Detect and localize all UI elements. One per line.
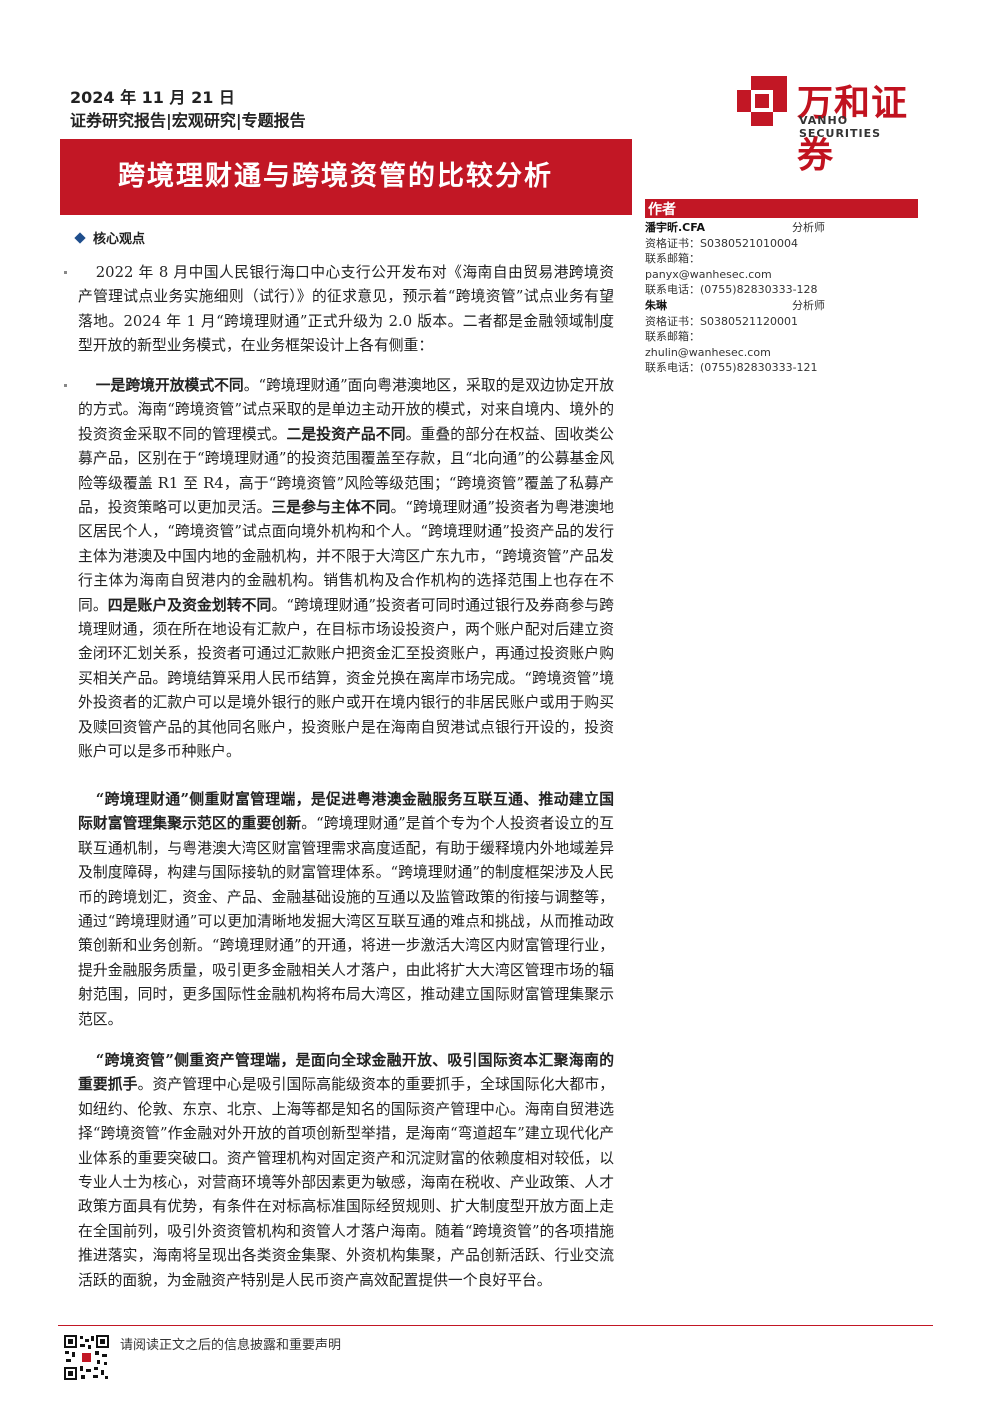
section-heading-label: 核心观点 [93,232,146,247]
author-list: 潘宇昕.CFA 分析师 资格证书：S0380521010004 联系邮箱：pany… [645,220,825,376]
paragraph-wealth-connect: “跨境理财通”侧重财富管理端，是促进粤港澳金融服务互联互通、推动建立国际财富管理… [78,788,614,1032]
paragraph-text: 2022 年 8 月中国人民银行海口中心支行公开发布对《海南自由贸易港跨境资产管… [78,264,614,355]
company-logo: 万和证券 VANHO SECURITIES [733,72,933,176]
author-name: 朱琳 [645,298,667,312]
author-role: 分析师 [792,221,825,234]
footer-disclaimer: 请阅读正文之后的信息披露和重要声明 [120,1338,342,1353]
point-three-text: 。“跨境理财通”投资者为粤港澳地区居民个人，“跨境资管”试点面向境外机构和个人。… [78,499,614,614]
author-role: 分析师 [792,298,825,312]
author-label: 作者 [648,202,676,218]
logo-english: VANHO SECURITIES [799,114,882,140]
report-series: 证券研究报告|宏观研究|专题报告 [70,111,306,130]
author-phone: 联系电话：(0755)82830333-121 [645,361,818,375]
paragraph-intro: 2022 年 8 月中国人民银行海口中心支行公开发布对《海南自由贸易港跨境资产管… [64,261,614,359]
author-name: 潘宇昕.CFA [645,221,706,234]
author-email: 联系邮箱：panyx@wanhesec.com [645,252,772,281]
point-one-text: 。“跨境理财通”面向粤港澳地区，采取的是双边协定开放的方式。海南“跨境资管”试点… [78,377,614,443]
title-banner: 跨境理财通与跨境资管的比较分析 [60,139,632,215]
report-date: 2024 年 11 月 21 日 [70,88,235,107]
point-four-text: 。“跨境理财通”投资者可同时通过银行及券商参与跨境理财通，须在所在地设有汇款户，… [78,596,614,761]
point-one-heading: 一是跨境开放模式不同 [95,377,244,394]
wealth-connect-heading: “跨境理财通”侧重财富管理端，是促进粤港澳金融服务互联互通、推动建立国际财富管理… [78,791,614,833]
point-two-text: 。重叠的部分在权益、固收类公募产品，区别在于“跨境理财通”的投资范围覆盖至存款，… [78,425,614,517]
point-three-heading: 三是参与主体不同 [271,499,391,517]
footer-divider [58,1325,933,1326]
diamond-icon [74,232,86,244]
bullet-icon [64,384,67,387]
section-heading: 核心观点 [74,228,146,247]
author-email: 联系邮箱：zhulin@wanhesec.com [645,330,771,359]
qr-code-icon [63,1334,110,1381]
author-header: 作者 [645,199,918,218]
bullet-icon [64,271,67,274]
asset-management-text: 。资产管理中心是吸引国际高能级资本的重要抓手，全球国际化大都市，如纽约、伦敦、东… [78,1076,614,1289]
point-two-heading: 二是投资产品不同 [286,425,406,443]
author-cert: 资格证书：S0380521120001 [645,314,798,328]
asset-management-heading: “跨境资管”侧重资产管理端，是面向全球金融开放、吸引国际资本汇聚海南的重要抓手 [78,1052,614,1094]
report-title: 跨境理财通与跨境资管的比较分析 [118,161,553,192]
logo-mark-icon [733,72,791,130]
author-cert: 资格证书：S0380521010004 [645,236,798,250]
wealth-connect-text: 。“跨境理财通”是首个专为个人投资者设立的互联互通机制，与粤港澳大湾区财富管理需… [78,815,614,1028]
paragraph-differences: 一是跨境开放模式不同。“跨境理财通”面向粤港澳地区，采取的是双边协定开放的方式。… [64,374,614,765]
point-four-heading: 四是账户及资金划转不同 [107,596,272,614]
author-phone: 联系电话：(0755)82830333-128 [645,283,818,297]
logo-name: 万和证券 [797,83,909,176]
paragraph-asset-management: “跨境资管”侧重资产管理端，是面向全球金融开放、吸引国际资本汇聚海南的重要抓手。… [78,1049,614,1293]
